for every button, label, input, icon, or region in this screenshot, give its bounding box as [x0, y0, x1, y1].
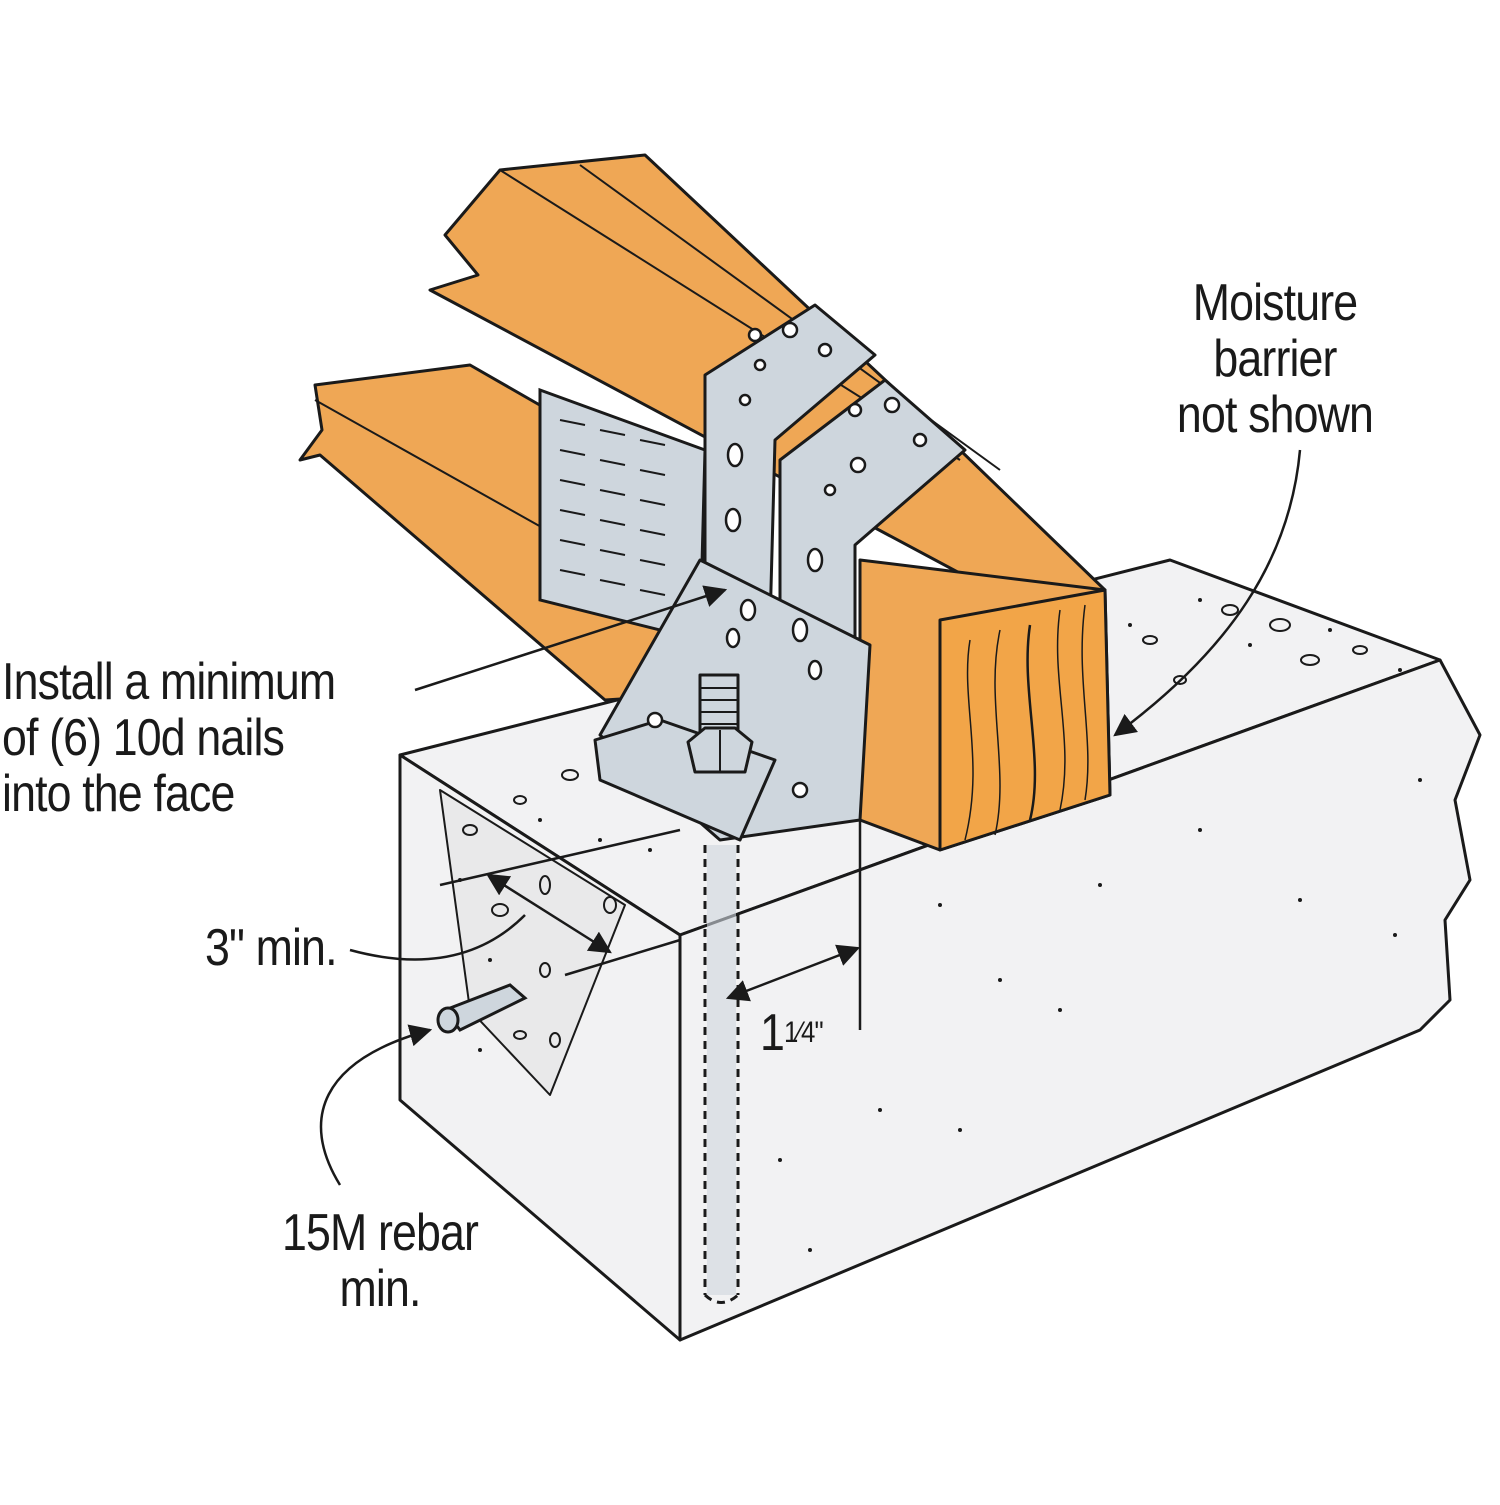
- edge-distance-fraction: 1⁄4: [784, 1016, 815, 1049]
- moisture-line-1: Moisture: [1192, 274, 1358, 332]
- nails-line-2: of (6) 10d nails: [2, 709, 285, 767]
- foundation-front-face: [678, 658, 1482, 1342]
- dimension-lines: [319, 449, 1302, 1186]
- edge-distance-whole: 1: [760, 1004, 785, 1062]
- nails-line-3: into the face: [2, 765, 235, 823]
- rebar-line-1: 15M rebar: [281, 1204, 479, 1262]
- wood-end-grain: [858, 558, 1112, 852]
- min-cover-dimension: [486, 873, 612, 954]
- min-cover-label: 3" min.: [205, 919, 337, 977]
- steel-hanger: [593, 303, 967, 842]
- edge-distance-dimension: [725, 944, 861, 1002]
- nails-line-1: Install a minimum: [2, 653, 336, 711]
- moisture-barrier-note: Moisture barrier not shown: [1172, 275, 1378, 443]
- nails-leader: [414, 585, 728, 692]
- min-cover-leader: [349, 914, 526, 961]
- moisture-leader: [1113, 449, 1302, 737]
- rebar-note: 15M rebar min.: [277, 1205, 483, 1317]
- rebar-leader: [319, 1024, 433, 1186]
- rebar-line-2: min.: [339, 1260, 421, 1318]
- rebar: [436, 983, 528, 1034]
- edge-distance-label: 11⁄4": [760, 1004, 824, 1062]
- nails-note: Install a minimum of (6) 10d nails into …: [2, 653, 336, 823]
- moisture-line-2: barrier: [1213, 330, 1337, 388]
- embedded-anchor-rod: [703, 845, 740, 1304]
- moisture-line-3: not shown: [1176, 386, 1374, 444]
- anchor-rod-fill: [707, 845, 736, 1295]
- edge-distance-inch-mark: ": [814, 1016, 823, 1049]
